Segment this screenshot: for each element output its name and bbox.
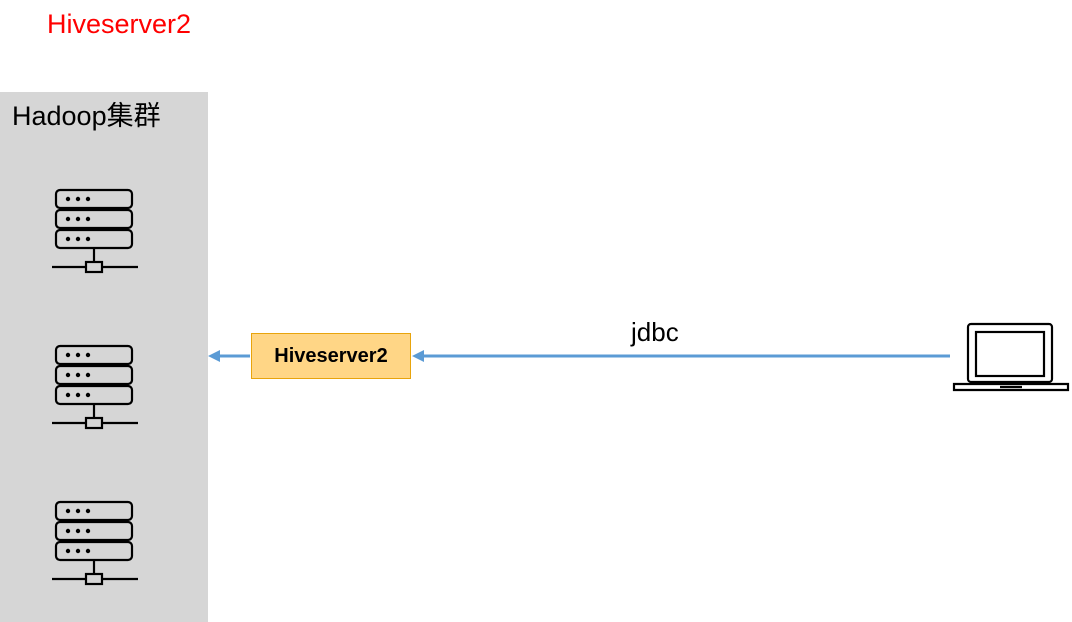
- page-title: Hiveserver2: [47, 9, 192, 39]
- server-icon: [52, 344, 138, 430]
- server-icon: [52, 500, 138, 586]
- cluster-label: Hadoop集群: [12, 101, 161, 131]
- jdbc-label: jdbc: [631, 317, 679, 347]
- arrowhead-hiveserver: [412, 350, 424, 362]
- arrowhead-cluster: [208, 350, 220, 362]
- hiveserver2-box: Hiveserver2: [251, 333, 411, 379]
- hadoop-cluster-panel: Hadoop集群: [0, 92, 208, 622]
- hiveserver2-label: Hiveserver2: [274, 344, 388, 367]
- server-icon: [52, 188, 138, 274]
- laptop-icon: [952, 322, 1070, 392]
